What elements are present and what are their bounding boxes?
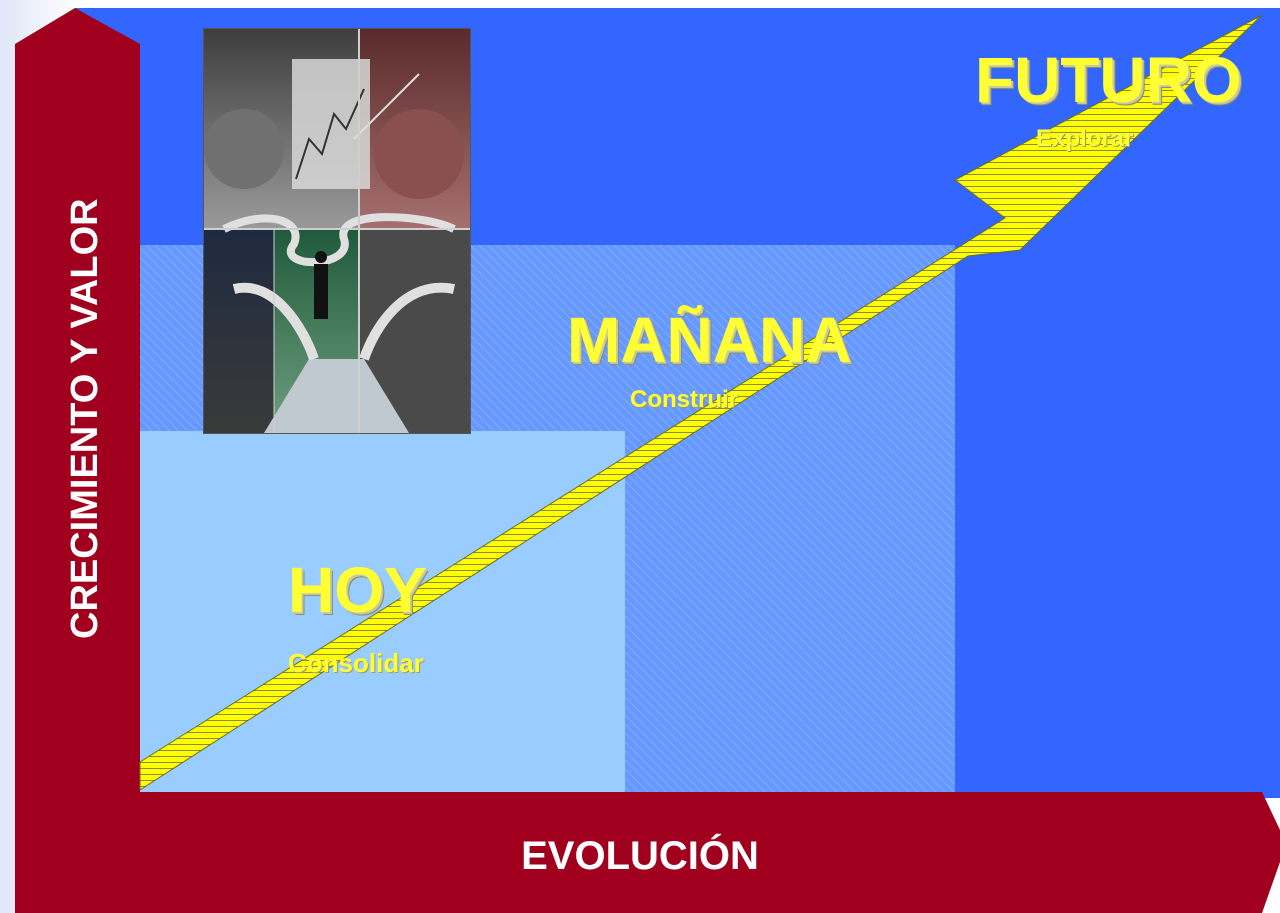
collage-image	[203, 28, 471, 434]
y-axis-band	[15, 8, 140, 800]
futuro-subtitle: Explorar	[1036, 125, 1134, 152]
growth-arrow	[139, 14, 1263, 791]
x-axis-label: EVOLUCIÓN	[521, 834, 759, 878]
hoy-title: HOY	[288, 554, 427, 626]
futuro-title: FUTURO	[975, 44, 1242, 116]
manana-subtitle: Construir	[630, 386, 738, 413]
x-axis-band	[15, 792, 1280, 913]
collage-graphic	[204, 29, 470, 433]
y-axis-label: CRECIMIENTO Y VALOR	[64, 198, 106, 639]
manana-title: MAÑANA	[567, 304, 852, 376]
hoy-subtitle: Consolidar	[288, 648, 424, 678]
